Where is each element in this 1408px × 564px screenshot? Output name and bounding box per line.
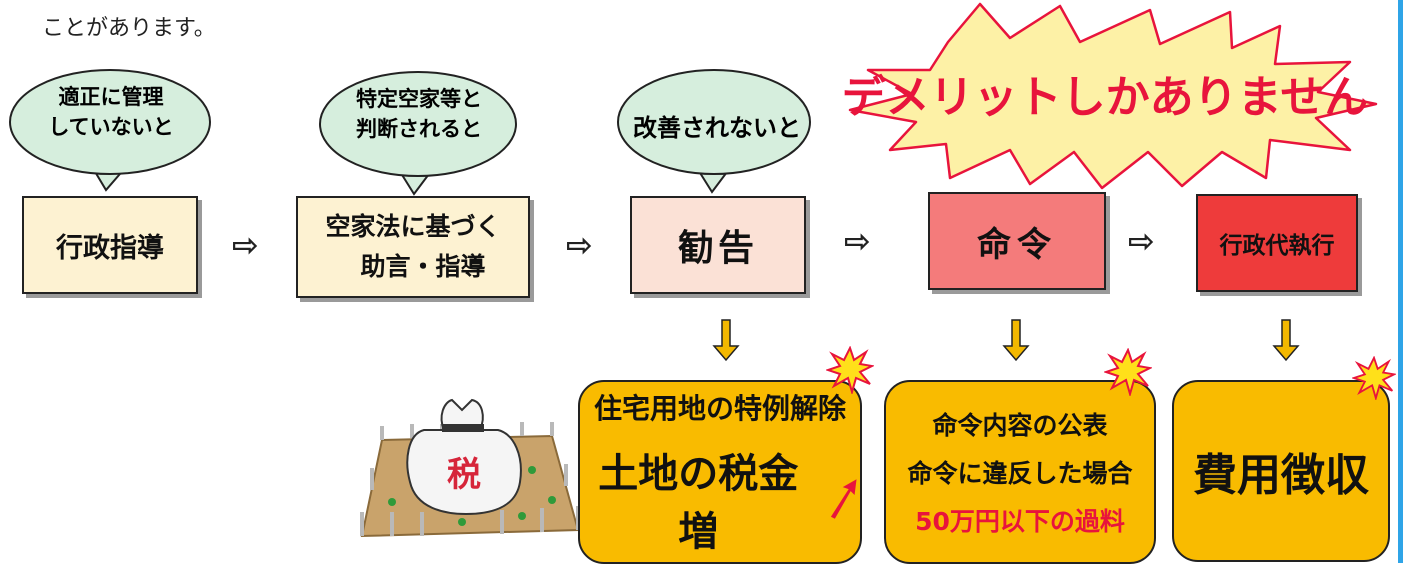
result-public-announcement: 命令内容の公表 命令に違反した場合 50万円以下の過料: [884, 380, 1156, 564]
arrow-right-4: ⇨: [1128, 222, 1155, 260]
tax-bag-illustration: 税: [360, 398, 580, 538]
speech-bubble-3: [617, 69, 811, 194]
arrow-down-3: [1272, 319, 1300, 362]
bag-body: [406, 429, 522, 516]
warning-banner: デメリットしかありません: [842, 2, 1378, 190]
speech-bubble-2: [319, 71, 517, 196]
step-recommendation: 勧告: [630, 196, 806, 294]
banner-burst-shape: [848, 2, 1378, 190]
burst-icon: [826, 346, 874, 394]
page-edge-rule: [1398, 0, 1403, 563]
step-1-label: 行政指導: [56, 232, 164, 264]
intro-text: ことがあります。: [42, 16, 216, 41]
bubble-3-body: [617, 69, 811, 175]
bubble-2-text: 特定空家等と 判断されると: [356, 87, 482, 141]
result-2-line1: 命令内容の公表: [932, 411, 1108, 440]
result-2-line3: 50万円以下の過料: [915, 507, 1125, 536]
result-3-label: 費用徴収: [1193, 450, 1369, 501]
up-arrow-icon: [830, 479, 857, 519]
bag-neck: [440, 398, 484, 431]
result-1-line2-wrap: 土地の税金増: [580, 441, 860, 557]
bubble-1-body: [9, 69, 211, 175]
step-advice-guidance: 空家法に基づく 助言・指導: [296, 196, 530, 298]
speech-bubble-1: [9, 69, 211, 192]
bubble-2-body: [319, 71, 517, 177]
burst-icon: [1104, 348, 1152, 396]
arrow-right-3: ⇨: [844, 222, 871, 260]
result-2-line2: 命令に違反した場合: [907, 459, 1133, 488]
step-2-label-line2: 助言・指導: [360, 252, 486, 281]
tax-bag-label: 税: [447, 455, 481, 495]
step-administrative-execution: 行政代執行: [1196, 194, 1358, 292]
arrow-down-2: [1002, 319, 1030, 362]
result-tax-increase: 住宅用地の特例解除 土地の税金増: [578, 380, 862, 564]
step-2-label-line1: 空家法に基づく: [325, 212, 501, 241]
arrow-right-2: ⇨: [566, 226, 593, 264]
arrow-right-1: ⇨: [232, 226, 259, 264]
step-4-label: 命令: [977, 224, 1057, 265]
step-order: 命令: [928, 192, 1106, 290]
result-cost-collection: 費用徴収: [1172, 380, 1390, 562]
bubble-3-text: 改善されないと: [633, 114, 801, 142]
bubble-1-text: 適正に管理 していないと: [48, 85, 174, 139]
result-1-line2: 土地の税金増: [598, 451, 799, 555]
banner-text: デメリットしかありません: [842, 72, 1369, 123]
step-3-label: 勧告: [677, 228, 758, 269]
step-5-label: 行政代執行: [1219, 233, 1335, 259]
step-administrative-guidance: 行政指導: [22, 196, 198, 294]
burst-icon: [1352, 356, 1396, 400]
arrow-down-1: [712, 319, 740, 362]
result-1-line1: 住宅用地の特例解除: [593, 392, 846, 425]
